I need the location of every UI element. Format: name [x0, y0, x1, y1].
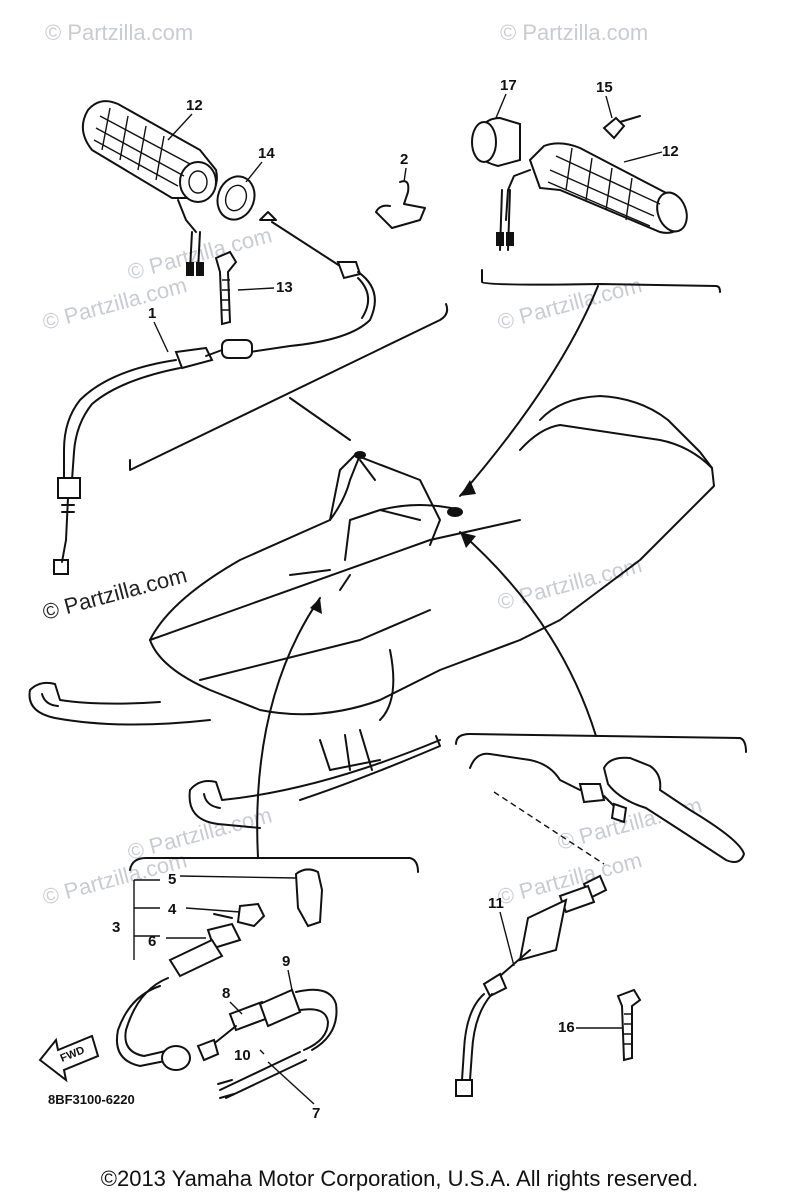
switch-part-6	[166, 922, 242, 978]
watermark: © Partzilla.com	[45, 20, 193, 45]
copyright-footer: ©2013 Yamaha Motor Corporation, U.S.A. A…	[100, 1166, 699, 1191]
callout-10: 10	[234, 1047, 251, 1064]
callout-14: 14	[258, 145, 275, 162]
brake-assembly	[455, 531, 747, 1097]
callout-17: 17	[500, 77, 517, 94]
end-cap-17	[471, 116, 521, 168]
bracket-line-left	[129, 303, 449, 471]
watermark: © Partzilla.com	[495, 272, 645, 335]
nut-part-4	[236, 902, 266, 928]
screw-15	[602, 115, 641, 140]
callout-1: 1	[148, 305, 156, 322]
callout-8: 8	[222, 985, 230, 1002]
diagram-canvas: © Partzilla.com © Partzilla.com © Partzi…	[28, 20, 747, 1122]
cable-part-11	[455, 874, 608, 1097]
brake-lever	[602, 756, 746, 863]
switch-assembly: FWD 8BF3100-6220	[38, 597, 419, 1107]
callout-6: 6	[148, 933, 156, 950]
callouts: 1 2 3 4 5 6 7 8 9 10 11 12 12 13 14 15 1…	[112, 77, 679, 1122]
callout-15: 15	[596, 79, 613, 96]
watermark: © Partzilla.com	[125, 802, 275, 865]
callout-2: 2	[400, 151, 408, 168]
left-grip-assembly	[53, 100, 449, 575]
callout-11: 11	[488, 895, 504, 912]
band-part-13	[214, 250, 238, 326]
callout-12-left: 12	[186, 97, 203, 114]
watermark: © Partzilla.com	[495, 552, 645, 615]
callout-16: 16	[558, 1019, 575, 1036]
bracket-line-brake	[455, 733, 747, 753]
fwd-arrow: FWD	[38, 1034, 100, 1083]
callout-5: 5	[168, 871, 176, 888]
bracket-line-right	[481, 269, 721, 293]
callout-7: 7	[312, 1105, 320, 1122]
bracket-line-switch	[129, 857, 419, 873]
drawing-code: 8BF3100-6220	[48, 1092, 135, 1107]
watermark: © Partzilla.com	[500, 20, 648, 45]
plate-part-5	[294, 868, 324, 928]
cable-part-9	[258, 988, 338, 1051]
callout-13: 13	[276, 279, 293, 296]
callout-4: 4	[168, 901, 177, 918]
clip-part-2	[375, 180, 426, 229]
callout-12-right: 12	[662, 143, 679, 160]
callout-9: 9	[282, 953, 290, 970]
right-grip-assembly	[459, 115, 721, 497]
ring-part-14	[216, 175, 256, 221]
handlebar-grip-right	[496, 142, 688, 251]
snowmobile-body	[28, 395, 715, 829]
watermark: © Partzilla.com	[40, 272, 190, 335]
cable-tie-16	[616, 988, 642, 1062]
throttle-cable-1	[53, 211, 376, 575]
handlebar-grip-left	[81, 100, 218, 276]
callout-3: 3	[112, 919, 120, 936]
